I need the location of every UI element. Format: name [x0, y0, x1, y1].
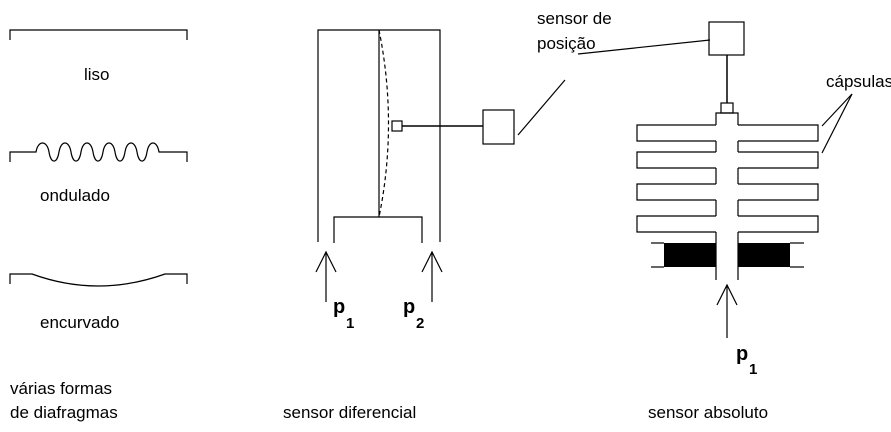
capsules-leader-line-2	[821, 93, 853, 154]
diaphragms-caption: várias formas	[10, 379, 112, 398]
absolute-caption: sensor absoluto	[648, 403, 768, 422]
flat-diaphragm-shape	[9, 29, 188, 40]
absolute-sensor-pin	[720, 102, 734, 114]
absolute-p1-label: p	[736, 343, 748, 365]
differential-caption: sensor diferencial	[283, 403, 416, 422]
diaphragms-caption-line2: de diafragmas	[10, 403, 118, 422]
capsule-3	[636, 183, 819, 201]
absolute-position-sensor-box	[708, 21, 745, 56]
capsules-leader-line-1	[821, 93, 853, 127]
p2-label-letter: p	[403, 296, 415, 318]
position-sensor-leader-line-left	[517, 79, 566, 136]
p1-label: p	[333, 296, 345, 318]
corrugated-diaphragm-label: ondulado	[40, 186, 110, 205]
p2-arrow-icon	[421, 250, 443, 302]
curved-diaphragm-label: encurvado	[40, 313, 119, 332]
absolute-p1-label-subscript: 1	[749, 361, 757, 378]
curved-diaphragm-shape	[9, 273, 188, 287]
absolute-p1-label-letter: p	[736, 343, 748, 365]
position-sensor-leader-line-right	[577, 39, 711, 55]
seal-right	[738, 243, 790, 267]
differential-sensor-pin	[391, 120, 403, 132]
flat-diaphragm-label: liso	[84, 65, 110, 84]
p1-label-letter: p	[333, 296, 345, 318]
central-tube	[715, 112, 739, 280]
capsules-label: cápsulas	[826, 72, 891, 91]
diaphragm-types: liso ondulado encurvado várias formas de…	[9, 29, 188, 422]
position-sensor-label: sensor de	[537, 9, 612, 28]
corrugated-diaphragm-shape	[9, 142, 188, 162]
p1-label-subscript: 1	[346, 315, 354, 332]
diaphragm-deflection-dashed	[378, 29, 390, 218]
capsule-4	[636, 215, 819, 233]
p2-label: p	[403, 296, 415, 318]
differential-position-sensor-box	[482, 109, 515, 145]
capsule-1	[636, 124, 819, 142]
position-sensor-label-line2: posição	[537, 34, 596, 53]
p1-arrow-icon	[315, 250, 337, 302]
capsule-2	[636, 151, 819, 169]
p2-label-subscript: 2	[416, 315, 424, 332]
absolute-p1-arrow-icon	[716, 283, 738, 338]
differential-sensor: sensor de posição p 1 p 2 sensor diferen…	[283, 9, 711, 422]
differential-inner-channel	[333, 216, 423, 243]
seal-left	[664, 243, 716, 267]
absolute-sensor: cápsulas p 1 sensor absoluto	[636, 21, 891, 422]
